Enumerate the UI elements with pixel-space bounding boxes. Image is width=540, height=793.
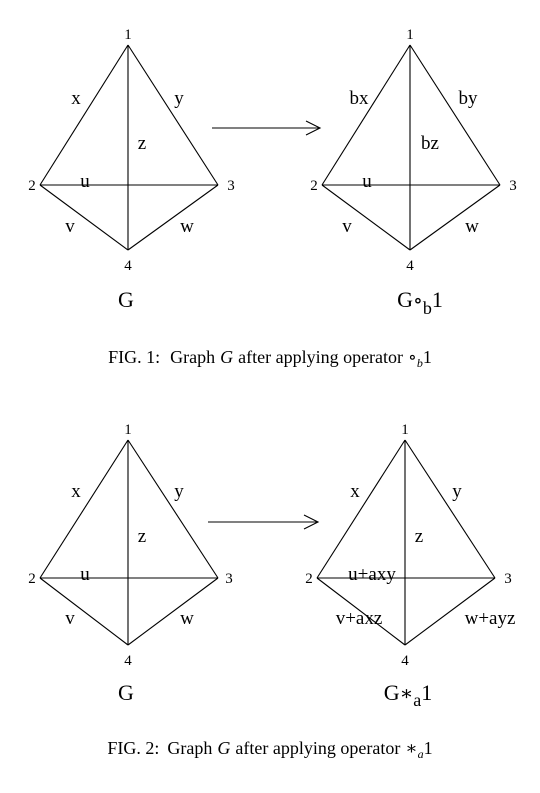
fig2-left-edge-1-2	[39, 439, 129, 579]
fig1-left-vertex-3: 3	[227, 178, 235, 194]
fig2-right-edge-label-z: z	[415, 526, 423, 547]
fig2-right-edge-label-u-axy: u+axy	[348, 564, 396, 585]
fig1-left-edge-1-3	[127, 44, 219, 186]
fig1-left-edge-1-2	[39, 44, 129, 186]
fig2-right-vertex-4: 4	[401, 653, 409, 669]
figure-1: 1 2 3 4 x y z u v w G 1 2 3	[28, 27, 517, 370]
fig1-right-edge-label-w: w	[465, 216, 479, 237]
fig2-right-edge-label-v-axz: v+axz	[336, 608, 383, 629]
fig1-caption-op: ∘	[408, 347, 417, 367]
fig1-right-name-op: ∘	[413, 290, 423, 312]
fig2-right-name-sub: a	[413, 690, 421, 710]
fig2-right-vertex-3: 3	[504, 571, 512, 587]
fig2-arrow	[208, 514, 320, 530]
fig1-left-edge-label-w: w	[180, 216, 194, 237]
fig1-caption-text-a: Graph	[170, 347, 215, 367]
fig2-right-name-op: ∗	[400, 683, 414, 705]
fig1-left-edge-label-z: z	[138, 133, 146, 154]
fig2-right-vertex-2: 2	[305, 571, 313, 587]
fig2-right-graph-name: G∗a1	[384, 680, 432, 710]
fig2-right-edge-label-y: y	[452, 481, 462, 502]
fig2-caption-prefix: FIG. 2:	[107, 738, 159, 758]
fig2-left-edge-label-z: z	[138, 526, 146, 547]
fig1-right-edge-label-bz: bz	[421, 133, 439, 154]
fig2-graph-left: 1 2 3 4 x y z u v w G	[28, 422, 233, 705]
fig1-right-vertex-1: 1	[406, 27, 414, 43]
fig2-caption-op: ∗	[405, 738, 417, 758]
fig1-right-name-sub: b	[423, 298, 432, 318]
fig2-left-edge-label-v: v	[65, 608, 75, 629]
fig2-caption-text-a: Graph	[167, 738, 212, 758]
fig2-left-graph-name: G	[118, 680, 134, 705]
fig1-left-graph-name: G	[118, 287, 134, 312]
fig1-right-edge-label-u: u	[362, 171, 372, 192]
fig2-left-edge-label-u: u	[80, 564, 90, 585]
fig1-left-vertex-2: 2	[28, 178, 36, 194]
fig2-right-edge-1-2	[316, 439, 406, 579]
fig2-left-edge-label-x: x	[71, 481, 81, 502]
fig1-graph-left: 1 2 3 4 x y z u v w G	[28, 27, 235, 312]
fig2-left-edge-3-4	[127, 577, 219, 646]
fig2-left-vertex-4: 4	[124, 653, 132, 669]
fig1-right-edge-label-bx: bx	[350, 88, 370, 109]
fig1-right-edge-2-4	[321, 184, 411, 251]
fig1-right-vertex-2: 2	[310, 178, 318, 194]
fig1-right-edge-label-by: by	[459, 88, 479, 109]
fig2-right-name-main: G	[384, 680, 400, 705]
fig1-right-vertex-4: 4	[406, 258, 414, 274]
fig2-caption-tail: 1	[424, 738, 433, 758]
fig2-left-vertex-1: 1	[124, 422, 132, 438]
fig1-left-edge-3-4	[127, 184, 219, 251]
fig1-caption-prefix: FIG. 1:	[108, 347, 160, 367]
fig1-arrow	[212, 120, 322, 136]
fig2-right-vertex-1: 1	[401, 422, 409, 438]
fig2-left-edge-label-w: w	[180, 608, 194, 629]
fig1-left-vertex-1: 1	[124, 27, 132, 43]
fig2-left-edge-label-y: y	[174, 481, 184, 502]
fig2-graph-right: 1 2 3 4 x y z u+axy v+axz w+ayz G∗a1	[305, 422, 515, 710]
fig1-right-name-tail: 1	[432, 287, 443, 312]
fig1-left-edge-label-v: v	[65, 216, 75, 237]
fig1-right-edge-3-4	[409, 184, 501, 251]
fig2-right-edge-label-x: x	[350, 481, 360, 502]
fig1-left-edge-2-4	[39, 184, 129, 251]
fig1-left-edge-label-y: y	[174, 88, 184, 109]
fig2-right-edge-2-4	[316, 577, 406, 646]
fig2-left-edge-2-4	[39, 577, 129, 646]
fig1-caption-var: G	[220, 347, 233, 367]
fig1-caption-sub: b	[417, 356, 423, 370]
fig2-left-vertex-2: 2	[28, 571, 36, 587]
fig1-caption-text-b: after applying operator	[238, 347, 403, 367]
fig2-caption-var: G	[217, 738, 230, 758]
fig1-left-edge-label-u: u	[80, 171, 90, 192]
fig2-right-edge-3-4	[404, 577, 496, 646]
fig1-right-name-main: G	[397, 287, 413, 312]
fig1-right-edge-1-2	[321, 44, 411, 186]
fig2-left-vertex-3: 3	[225, 571, 233, 587]
fig2-left-edge-1-3	[127, 439, 219, 579]
fig1-left-vertex-4: 4	[124, 258, 132, 274]
figure-2: 1 2 3 4 x y z u v w G 1 2 3	[28, 422, 515, 761]
fig2-right-edge-label-w-ayz: w+ayz	[465, 608, 516, 629]
fig2-caption-sub: a	[418, 747, 424, 761]
fig1-right-edge-1-3	[409, 44, 501, 186]
fig1-caption-tail: 1	[423, 347, 432, 367]
fig2-right-name-tail: 1	[421, 680, 432, 705]
fig2-caption-text-b: after applying operator	[235, 738, 400, 758]
fig1-right-vertex-3: 3	[509, 178, 517, 194]
fig1-right-graph-name: G∘b1	[397, 287, 443, 318]
fig1-graph-right: 1 2 3 4 bx by bz u v w G∘b1	[310, 27, 517, 318]
fig1-right-edge-label-v: v	[342, 216, 352, 237]
fig1-left-edge-label-x: x	[71, 88, 81, 109]
fig2-right-edge-1-3	[404, 439, 496, 579]
